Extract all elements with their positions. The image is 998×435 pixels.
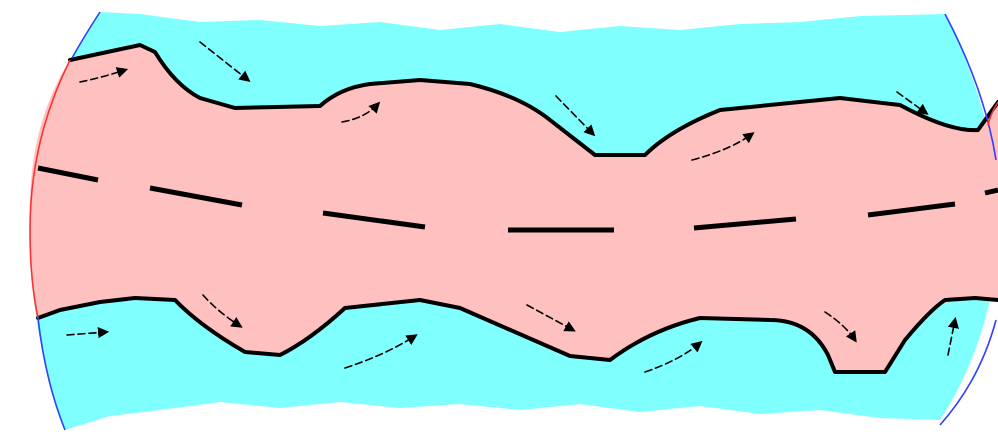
centerline-dash [985,190,998,193]
